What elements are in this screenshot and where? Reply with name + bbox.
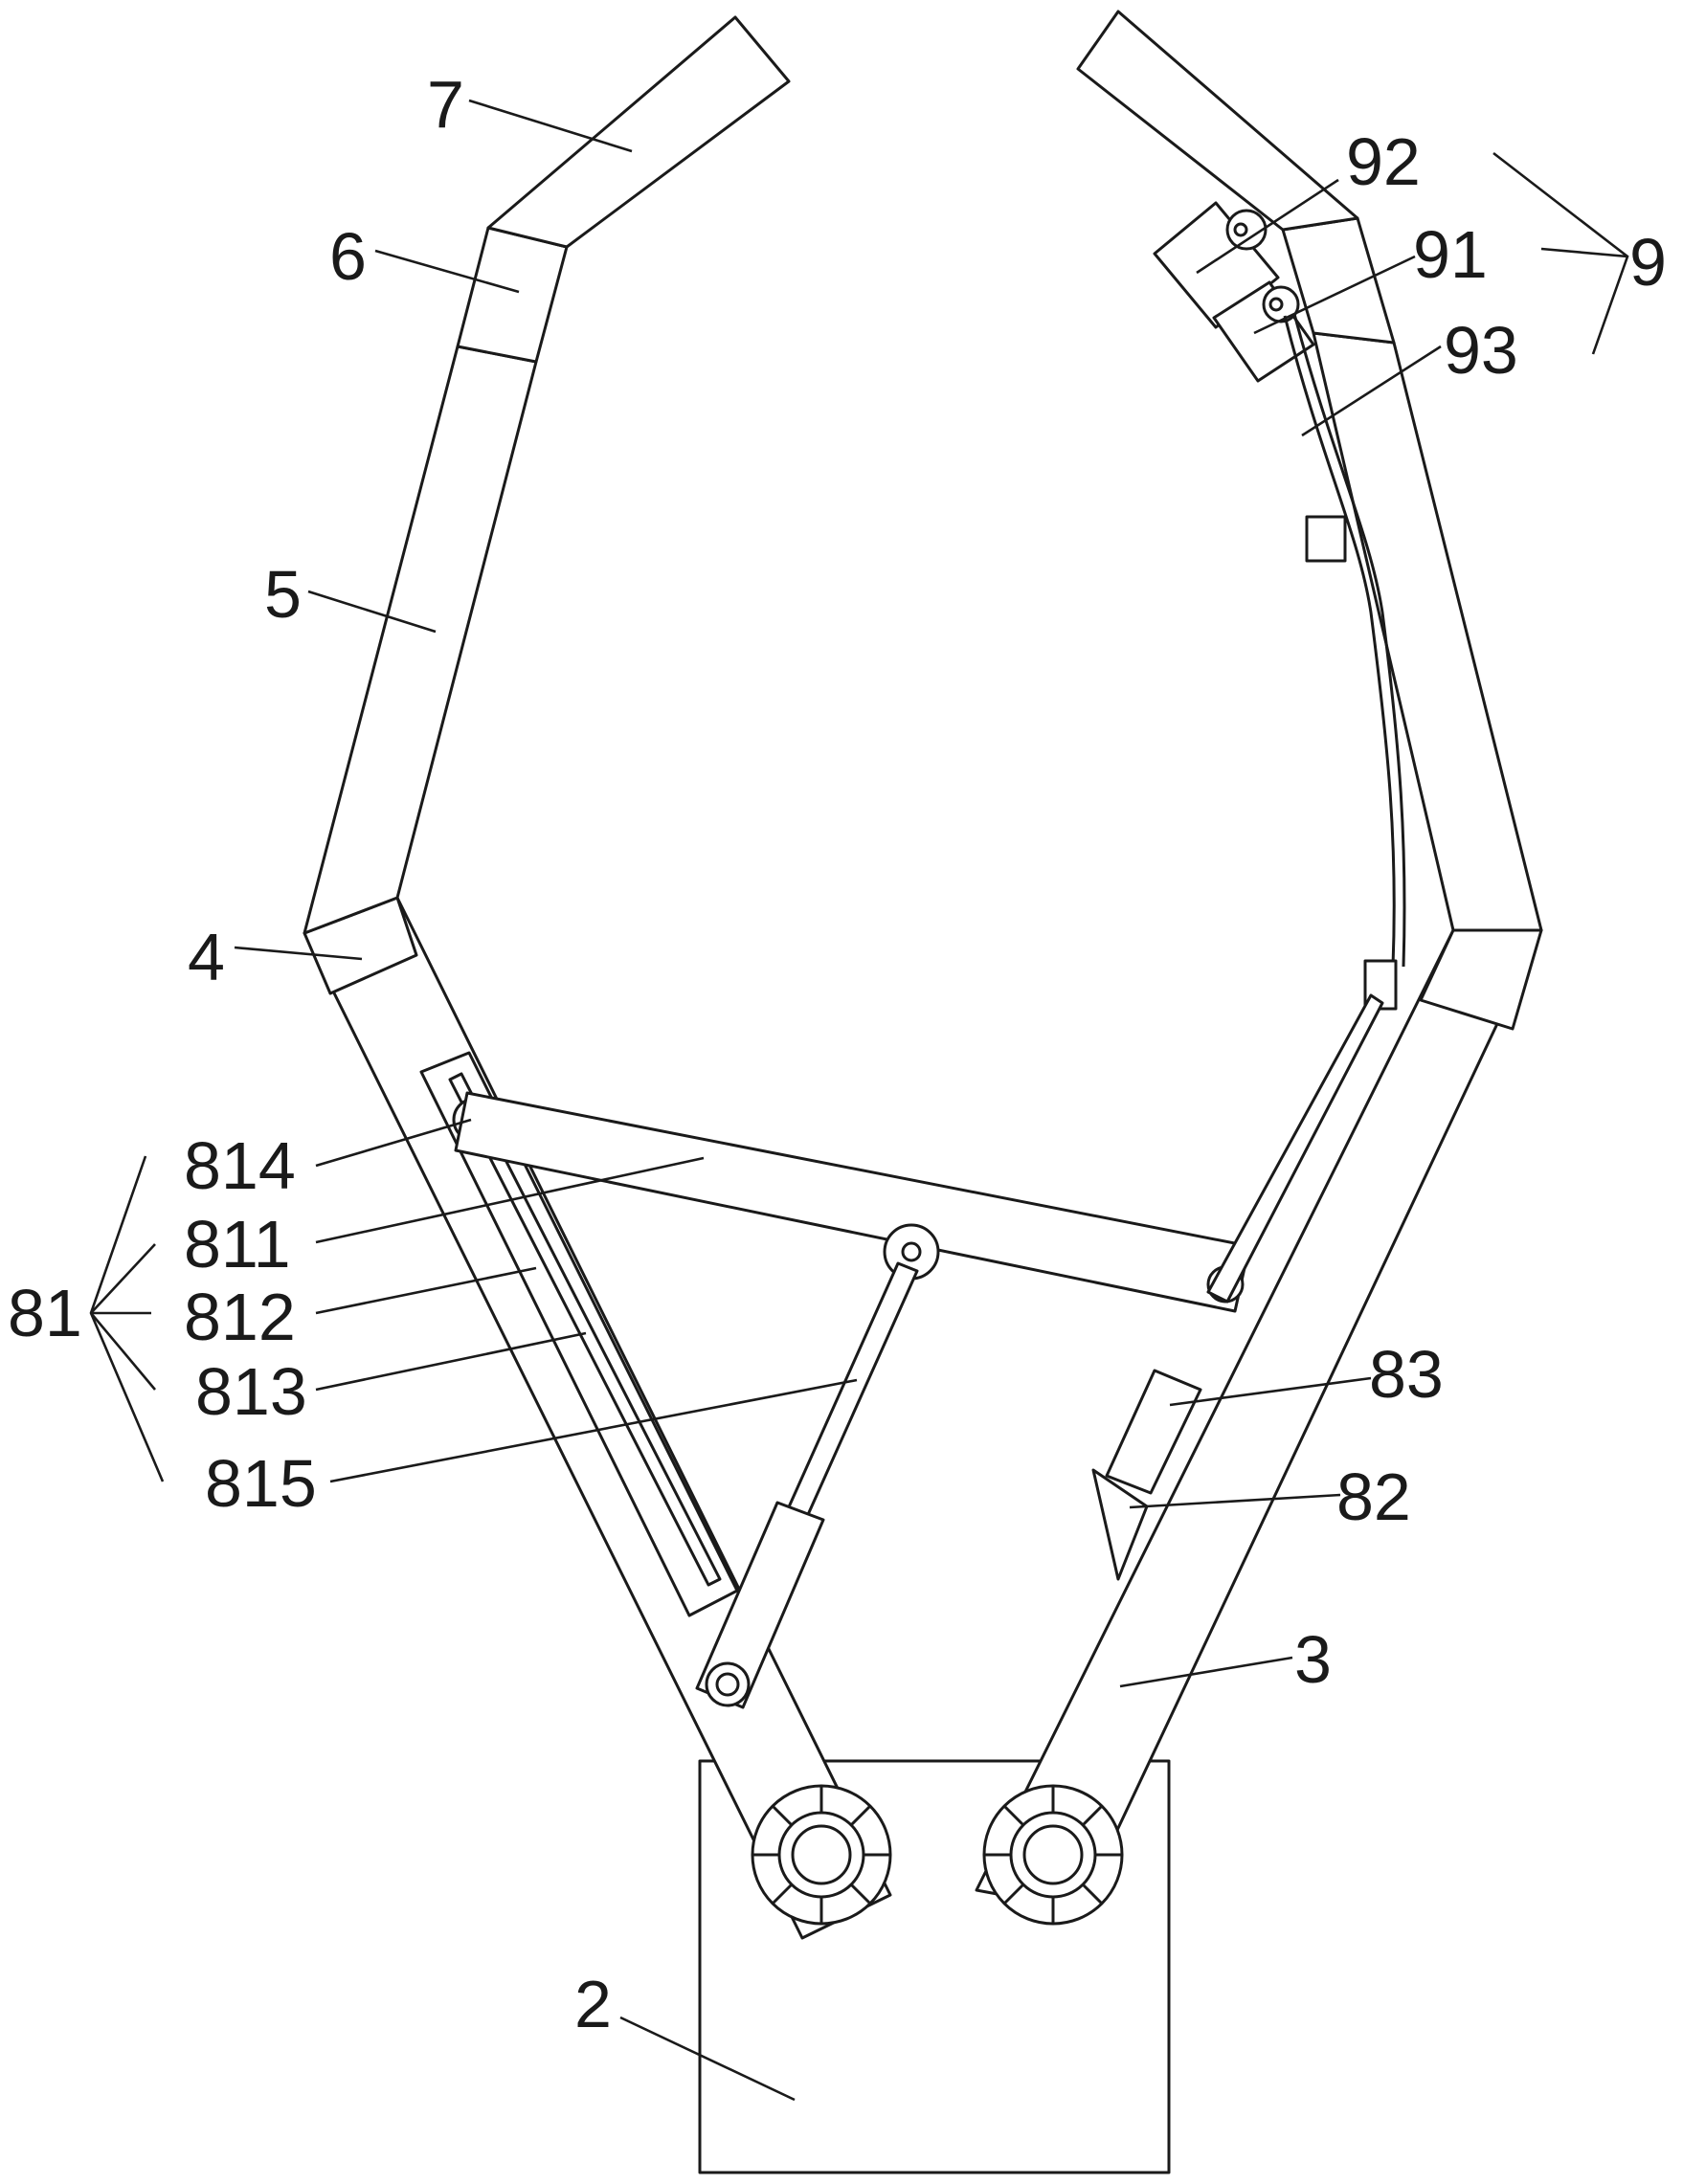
label-5: 5 <box>264 557 302 632</box>
pivot-92-pin <box>1235 224 1246 235</box>
brace-81-lower <box>91 1313 155 1390</box>
actuator-815 <box>697 1225 938 1707</box>
left-hinge-wheel <box>752 1786 890 1924</box>
left-hinge-axle <box>793 1826 850 1883</box>
label-91: 91 <box>1413 217 1488 292</box>
label-82: 82 <box>1336 1460 1411 1534</box>
actuator-rod <box>783 1263 917 1527</box>
label-814: 814 <box>184 1128 296 1203</box>
brace-9-mid <box>1541 249 1627 256</box>
label-3: 3 <box>1294 1622 1332 1697</box>
label-81: 81 <box>8 1276 82 1350</box>
left-arm <box>304 17 890 1938</box>
label-83: 83 <box>1369 1337 1444 1412</box>
brace-81-upper <box>91 1244 155 1313</box>
pivot-91-pin <box>1270 299 1282 310</box>
label-813: 813 <box>195 1354 307 1429</box>
label-92: 92 <box>1346 124 1421 199</box>
label-815: 815 <box>205 1446 317 1521</box>
label-2: 2 <box>574 1967 612 2041</box>
left-segment-6 <box>458 228 567 362</box>
label-812: 812 <box>184 1280 296 1354</box>
actuator-bottom-pin <box>717 1674 738 1695</box>
cable-clip-upper <box>1307 517 1345 561</box>
brace-81-top <box>91 1156 163 1482</box>
right-hinge-wheel <box>984 1786 1122 1924</box>
right-hinge-axle <box>1024 1826 1082 1883</box>
left-upper-arm-5 <box>304 346 536 933</box>
label-9: 9 <box>1629 225 1667 300</box>
right-lower-arm-3 <box>976 930 1541 1909</box>
left-tip-7 <box>488 17 789 247</box>
right-tip <box>1078 11 1358 230</box>
label-7: 7 <box>427 67 464 142</box>
label-811: 811 <box>184 1207 291 1281</box>
label-4: 4 <box>188 920 225 994</box>
label-93: 93 <box>1444 313 1518 388</box>
right-upper-arm <box>1313 333 1541 930</box>
label-6: 6 <box>329 219 367 294</box>
actuator-top-pin <box>903 1243 920 1260</box>
